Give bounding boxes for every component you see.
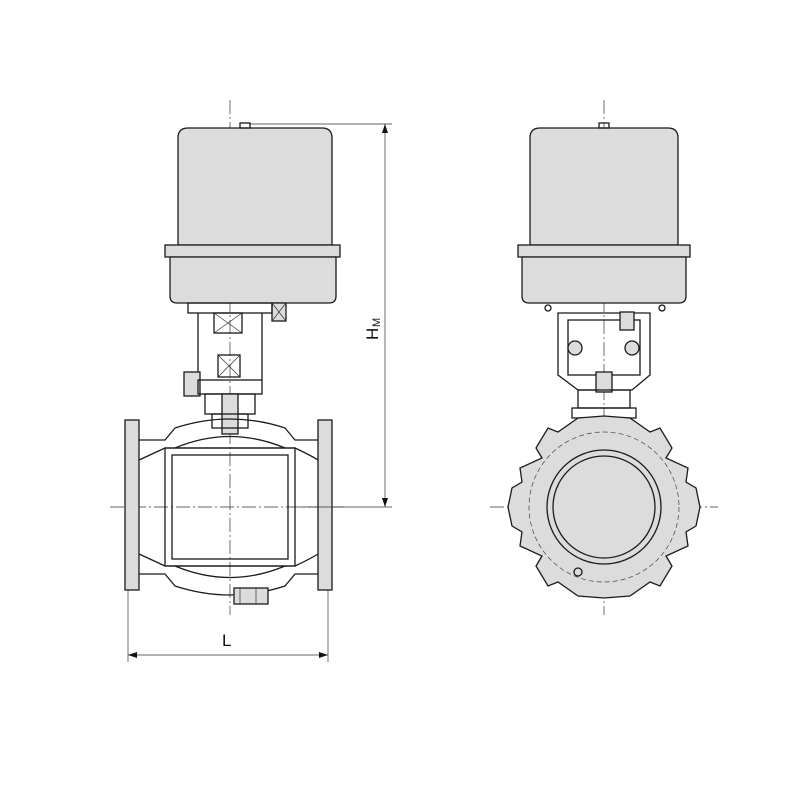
side-valve-body	[507, 415, 701, 599]
side-view	[490, 100, 718, 615]
front-view: L H M	[110, 100, 392, 662]
height-dimension: H M	[250, 123, 392, 508]
height-label: H	[363, 328, 382, 340]
length-dimension: L	[127, 590, 329, 662]
front-bracket	[183, 302, 273, 435]
front-actuator	[164, 122, 341, 322]
front-valve-body	[124, 418, 333, 605]
side-bracket	[557, 311, 651, 419]
side-actuator	[517, 122, 691, 312]
height-label-subscript: M	[371, 318, 383, 327]
length-label: L	[222, 631, 231, 650]
